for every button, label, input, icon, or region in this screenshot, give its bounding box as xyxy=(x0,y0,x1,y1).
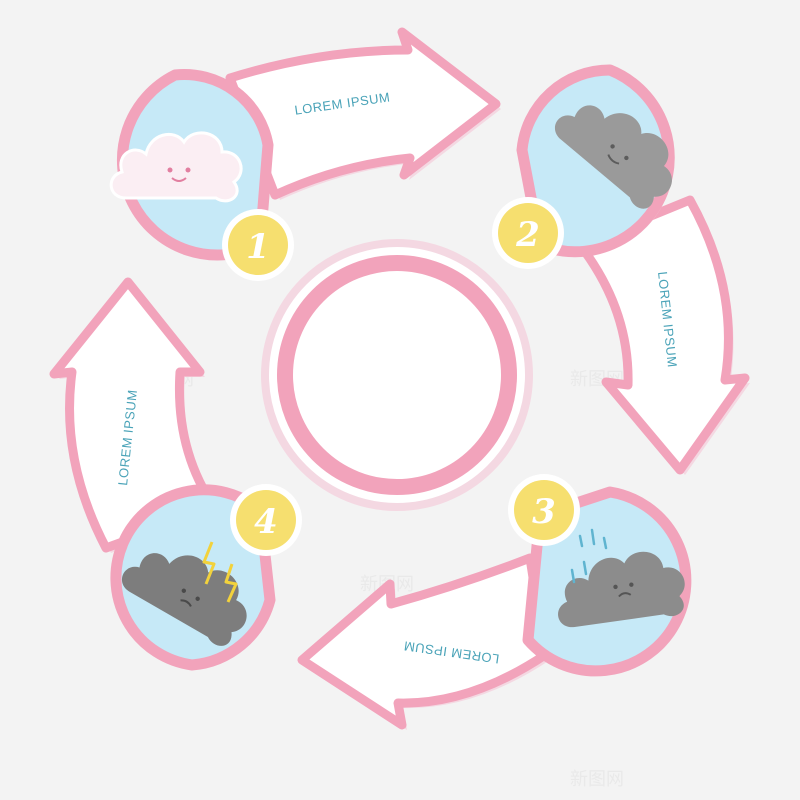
step-1-number: 1 xyxy=(246,227,270,267)
arrow-step-2: LOREM IPSUM xyxy=(575,195,750,475)
happy-white-cloud-icon xyxy=(109,131,243,203)
grey-cloud-icon xyxy=(547,80,691,216)
step-2-badge: 2 xyxy=(492,197,564,269)
step-2-bubble xyxy=(516,64,691,258)
arrow-step-3: LOREM IPSUM xyxy=(297,553,550,730)
step-4-number: 4 xyxy=(254,502,278,542)
step-3-number: 3 xyxy=(532,492,556,532)
rain-cloud-icon xyxy=(550,528,690,632)
arrow-step-4: LOREM IPSUM xyxy=(49,277,220,553)
step-1-bubble xyxy=(109,69,274,261)
arrow-step-1: LOREM IPSUM xyxy=(225,27,501,200)
step-3-badge: 3 xyxy=(508,474,580,546)
step-1-badge: 1 xyxy=(222,209,294,281)
thunder-cloud-icon xyxy=(115,528,263,653)
step-4-badge: 4 xyxy=(230,484,302,556)
step-2-number: 2 xyxy=(515,215,540,255)
watermark: 新图网 xyxy=(570,769,624,790)
center-ring xyxy=(261,239,533,511)
